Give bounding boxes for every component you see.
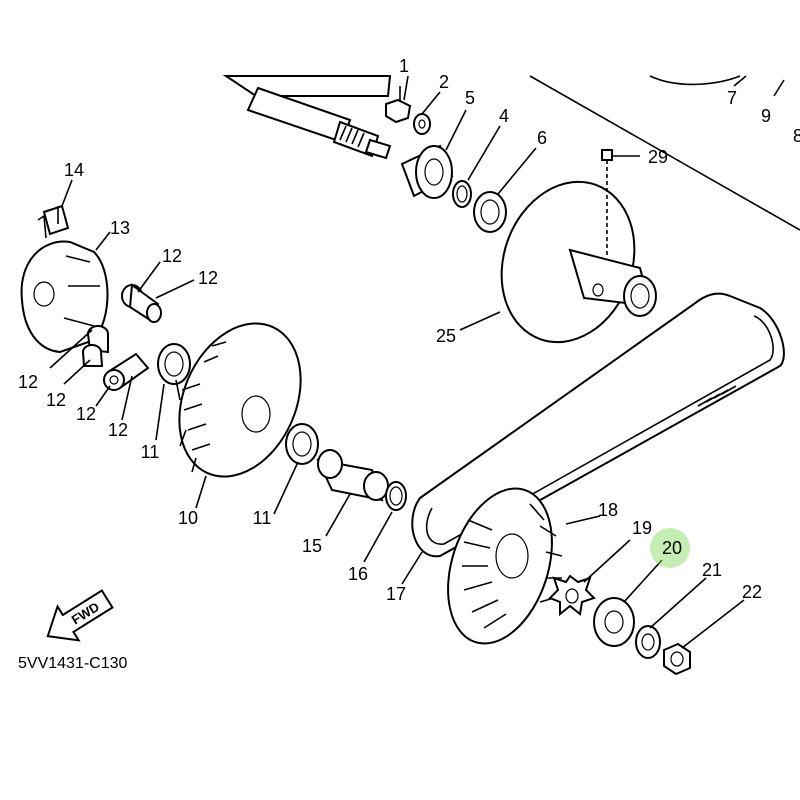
sleeve-part-15 xyxy=(316,449,389,502)
leader-lines xyxy=(49,75,785,649)
circlip-part-4 xyxy=(452,180,472,208)
callout-20: 20 xyxy=(662,538,682,558)
callout-12c: 12 xyxy=(18,372,38,392)
callout-10: 10 xyxy=(178,508,198,528)
callout-16: 16 xyxy=(348,564,368,584)
callout-8: 8 xyxy=(793,126,800,146)
callout-12a: 12 xyxy=(162,246,182,266)
nut-part-20 xyxy=(593,597,635,647)
callout-12d: 12 xyxy=(46,390,66,410)
callout-4: 4 xyxy=(499,106,509,126)
callout-19: 19 xyxy=(632,518,652,538)
clip-part-14 xyxy=(37,204,70,239)
callout-7: 7 xyxy=(727,88,737,108)
roller-weight-part-12d xyxy=(103,352,150,391)
callout-11a: 11 xyxy=(141,442,160,462)
callout-14: 14 xyxy=(64,160,84,180)
callout-13: 13 xyxy=(110,218,130,238)
callout-6: 6 xyxy=(537,128,547,148)
diagram-part-number: 5VV1431-C130 xyxy=(18,655,128,672)
bolt-part-1 xyxy=(385,86,412,124)
callout-15: 15 xyxy=(302,536,322,556)
highlight-circle xyxy=(650,528,690,568)
seal-part-6 xyxy=(473,191,507,233)
callout-12e: 12 xyxy=(76,404,96,424)
crankcase-edge xyxy=(529,75,800,231)
callout-5: 5 xyxy=(465,88,475,108)
collar-part-11b xyxy=(285,423,319,465)
washer-part-21 xyxy=(635,625,661,659)
callout-21: 21 xyxy=(702,560,722,580)
pin-part-29 xyxy=(601,149,613,258)
roller-weight-part-12a xyxy=(121,283,162,323)
ramp-plate-part-13 xyxy=(20,240,109,354)
washer-part-2 xyxy=(413,113,431,135)
callout-18: 18 xyxy=(598,500,618,520)
callout-1: 1 xyxy=(399,56,409,76)
nut-part-22 xyxy=(663,642,691,676)
callout-22: 22 xyxy=(742,582,762,602)
drive-shaft xyxy=(222,75,392,160)
callout-11b: 11 xyxy=(253,508,272,528)
callout-labels: 1 2 5 4 6 29 7 9 8 14 13 12 12 12 12 12 … xyxy=(18,56,800,604)
drive-face-part-10 xyxy=(175,322,302,478)
bearing-part-5 xyxy=(400,144,454,199)
callout-29: 29 xyxy=(648,147,668,167)
collar-part-11a xyxy=(157,343,191,385)
callout-25: 25 xyxy=(436,326,456,346)
star-plate-part-19 xyxy=(548,574,596,617)
callout-2: 2 xyxy=(439,72,449,92)
callout-9: 9 xyxy=(761,106,771,126)
secondary-sheave-part-25 xyxy=(500,180,657,344)
callout-12b: 12 xyxy=(198,268,218,288)
fwd-arrow-icon: FWD xyxy=(46,589,114,642)
fan-pulley-part-18 xyxy=(447,487,563,645)
washer-part-16 xyxy=(385,481,407,511)
callout-12f: 12 xyxy=(108,420,128,440)
callout-17: 17 xyxy=(386,584,406,604)
